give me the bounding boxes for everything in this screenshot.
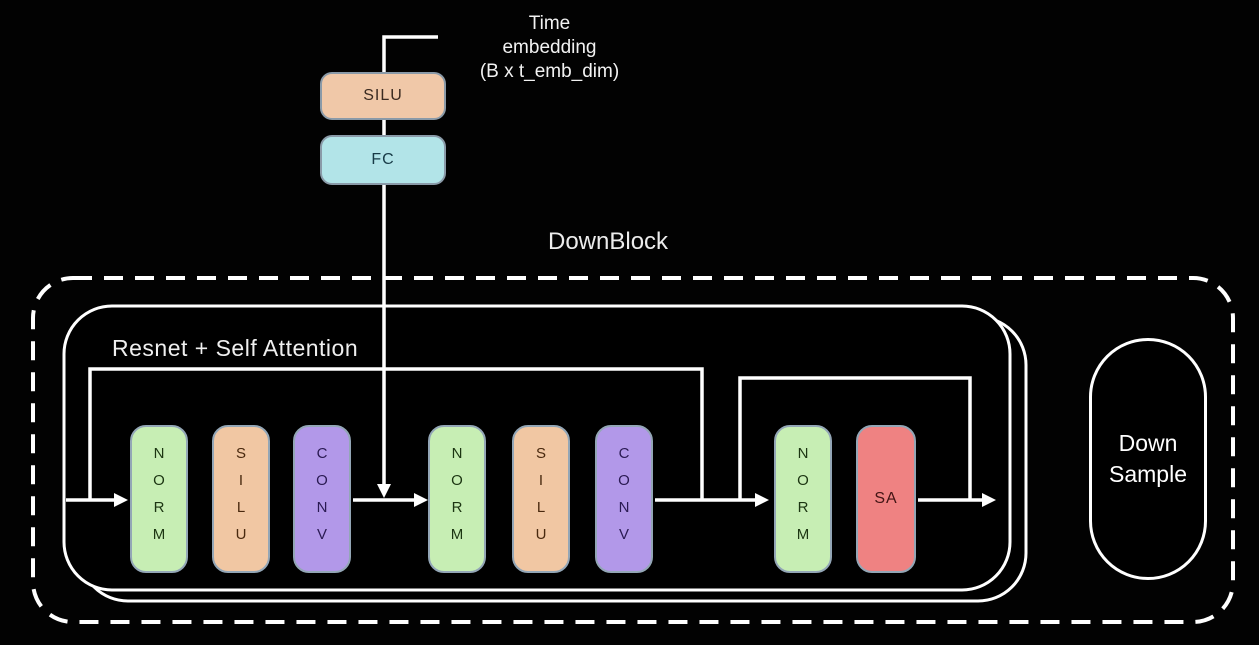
down-sample-label-line-1: Down: [1118, 430, 1178, 456]
down-sample-pill: Down Sample: [1089, 338, 1207, 580]
time-fc-box: FC: [320, 135, 446, 185]
silu-box-2-label: SILU: [532, 445, 550, 553]
silu-box-2: SILU: [512, 425, 570, 573]
self-attention-box: SA: [856, 425, 916, 573]
conv-box-1: CONV: [293, 425, 351, 573]
norm-box-1-label: NORM: [150, 445, 168, 553]
annotation-line-1: Time: [528, 13, 571, 34]
norm-box-1: NORM: [130, 425, 188, 573]
norm-box-3-label: NORM: [794, 445, 812, 553]
skip-connection-2: [738, 376, 972, 499]
input-arrowhead-icon: [114, 493, 128, 507]
conv-box-2: CONV: [595, 425, 653, 573]
time-embedding-annotation: Time embedding (B x t_emb_dim): [452, 12, 647, 84]
time-embedding-arrowhead-icon: [377, 484, 391, 498]
down-sample-label-line-2: Sample: [1109, 461, 1187, 487]
norm-box-2: NORM: [428, 425, 486, 573]
downblock-dashed-border: [31, 276, 1235, 624]
conv1-to-norm2-arrowhead-icon: [414, 493, 428, 507]
annotation-line-3: (B x t_emb_dim): [479, 61, 620, 82]
output-arrowhead-icon: [982, 493, 996, 507]
self-attention-box-label: SA: [874, 490, 898, 507]
silu-box-1: SILU: [212, 425, 270, 573]
skip-connection-1: [88, 367, 704, 499]
resnet-card-title: Resnet + Self Attention: [112, 335, 359, 361]
downblock-title: DownBlock: [548, 228, 669, 255]
norm-box-2-label: NORM: [448, 445, 466, 553]
norm-box-3: NORM: [774, 425, 832, 573]
annotation-line-2: embedding: [502, 37, 597, 58]
time-embedding-wire: [382, 35, 438, 485]
conv2-to-norm3-arrowhead-icon: [755, 493, 769, 507]
silu-box-1-label: SILU: [232, 445, 250, 553]
time-silu-box: SILU: [320, 72, 446, 120]
conv-box-1-label: CONV: [313, 445, 331, 553]
conv-box-2-label: CONV: [615, 445, 633, 553]
